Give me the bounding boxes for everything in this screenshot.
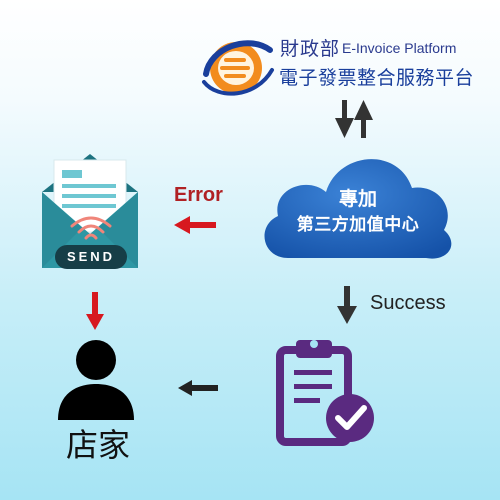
person-icon	[58, 340, 134, 420]
store-label: 店家	[65, 426, 130, 464]
cloud-title-line1: 專加	[338, 188, 377, 210]
clipboard-check-icon	[276, 340, 374, 446]
cloud-title-line2: 第三方加值中心	[296, 215, 420, 235]
ministry-logo-icon	[202, 40, 274, 96]
platform-en: E-Invoice Platform	[342, 40, 457, 56]
org-name: 財政部	[280, 38, 341, 60]
send-button-bg	[55, 245, 127, 269]
error-label: Error	[174, 184, 223, 206]
platform-zh: 電子發票整合服務平台	[279, 67, 475, 89]
error-arrow-icon	[174, 216, 216, 234]
wifi-icon	[70, 216, 112, 240]
cloud-icon	[264, 159, 452, 259]
success-label: Success	[370, 292, 446, 314]
bidirectional-arrow-icon	[335, 100, 373, 138]
success-arrow-icon	[337, 286, 357, 324]
clipboard-to-store-arrow-icon	[178, 380, 218, 396]
send-button-label: SEND	[66, 249, 116, 264]
envelope-to-store-arrow-icon	[86, 292, 104, 330]
